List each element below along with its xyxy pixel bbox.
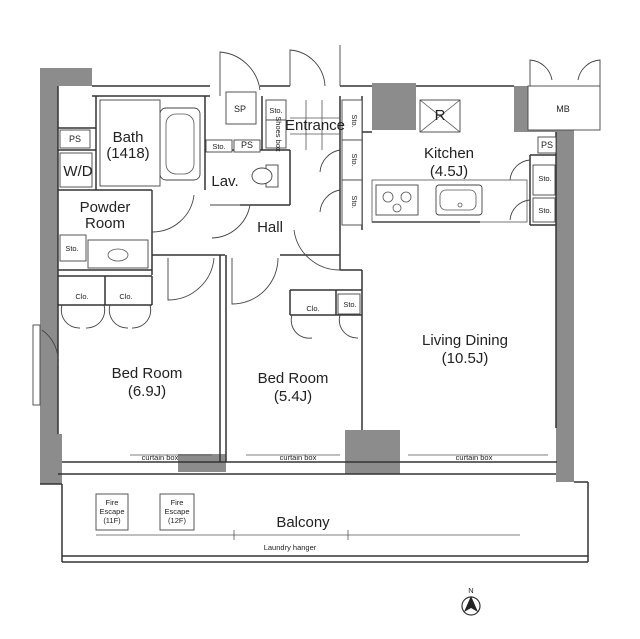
curtain-box-label-3: curtain box	[456, 453, 493, 462]
entrance-tiles	[290, 100, 340, 150]
sp-label: SP	[234, 104, 246, 114]
wd-label: W/D	[63, 163, 92, 180]
bedroom1-size: (6.9J)	[128, 383, 166, 400]
sto-label-kitchen2: Sto.	[538, 206, 551, 215]
sto-label-powder: Sto.	[65, 244, 78, 253]
fire-escape-12-line3: (12F)	[168, 516, 186, 525]
north-label: N	[468, 586, 473, 595]
fire-escape-11-line2: Escape	[99, 507, 124, 516]
entrance-label: Entrance	[285, 117, 345, 134]
mb-label: MB	[556, 104, 570, 114]
balcony-label: Balcony	[276, 514, 330, 531]
curtain-box-label-1: curtain box	[142, 453, 179, 462]
sto-label-entrance: Sto.	[269, 106, 282, 115]
clo-label-2: Clo.	[119, 292, 132, 301]
bedroom1-label: Bed Room	[112, 365, 183, 382]
fire-escape-11-line3: (11F)	[103, 516, 121, 525]
sto-label-bed2: Sto.	[343, 300, 356, 309]
room-labels: Bath (1418) W/D Powder Room Lav. Entranc…	[63, 117, 508, 531]
fire-escape-12-line2: Escape	[164, 507, 189, 516]
clo-label-3: Clo.	[306, 304, 319, 313]
ps-label-bath: PS	[241, 140, 253, 150]
doors	[41, 45, 601, 366]
bath-size: (1418)	[106, 145, 149, 162]
small-labels: PS PS PS SP MB R Sto. Sto. Sto. Sto. Sto…	[65, 104, 569, 552]
fixtures	[59, 91, 557, 531]
sto-label-column3: Sto.	[350, 195, 359, 208]
powder-room-label-line1: Powder	[80, 199, 131, 216]
ps-label-kitchen: PS	[541, 140, 553, 150]
bath-label: Bath	[113, 129, 144, 146]
powder-room-label-line2: Room	[85, 215, 125, 232]
fire-escape-11-line1: Fire	[106, 498, 119, 507]
north-arrow-icon: N	[461, 586, 481, 616]
sto-label-column1: Sto.	[350, 114, 359, 127]
sto-label-kitchen1: Sto.	[538, 174, 551, 183]
hall-label: Hall	[257, 219, 283, 236]
kitchen-size: (4.5J)	[430, 163, 468, 180]
curtain-box-label-2: curtain box	[280, 453, 317, 462]
walls	[32, 85, 589, 563]
fridge-label: R	[435, 107, 446, 124]
ps-label-left: PS	[69, 134, 81, 144]
lav-label: Lav.	[211, 173, 238, 190]
sto-label-column2: Sto.	[350, 153, 359, 166]
bedroom2-size: (5.4J)	[274, 388, 312, 405]
clo-label-1: Clo.	[75, 292, 88, 301]
living-dining-label: Living Dining	[422, 332, 508, 349]
sto-label-bath: Sto.	[212, 142, 225, 151]
bedroom2-label: Bed Room	[258, 370, 329, 387]
shoes-box-label: Shoes box	[274, 116, 283, 152]
fire-escape-12-line1: Fire	[171, 498, 184, 507]
living-dining-size: (10.5J)	[442, 350, 489, 367]
laundry-hanger-label: Laundry hanger	[264, 543, 317, 552]
kitchen-label: Kitchen	[424, 145, 474, 162]
